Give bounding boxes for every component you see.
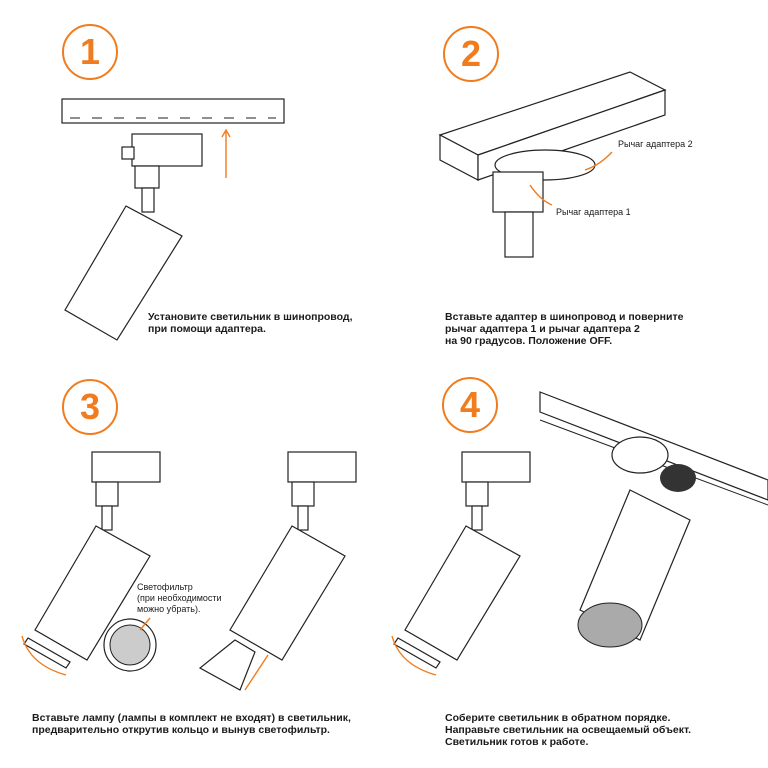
step-4-text: Соберите светильник в обратном порядке. … [445,712,692,748]
lever-1-label: Рычаг адаптера 1 [556,207,631,217]
step-3-text: Вставьте лампу (лампы в комплект не вход… [32,712,351,736]
step4-illustration [391,391,768,676]
step1-illustration [61,98,285,341]
step-2-number: 2 [443,26,499,82]
step3-illustration [21,451,357,691]
step-4-number: 4 [442,377,498,433]
lever-2-label: Рычаг адаптера 2 [618,139,693,149]
filter-label: Светофильтр (при необходимости можно убр… [137,582,222,614]
step2-illustration [438,71,667,258]
step-1-number: 1 [62,24,118,80]
step-2-text: Вставьте адаптер в шинопровод и повернит… [445,311,684,347]
step-3-number: 3 [62,379,118,435]
step-1-text: Установите светильник в шинопровод, при … [148,311,353,335]
